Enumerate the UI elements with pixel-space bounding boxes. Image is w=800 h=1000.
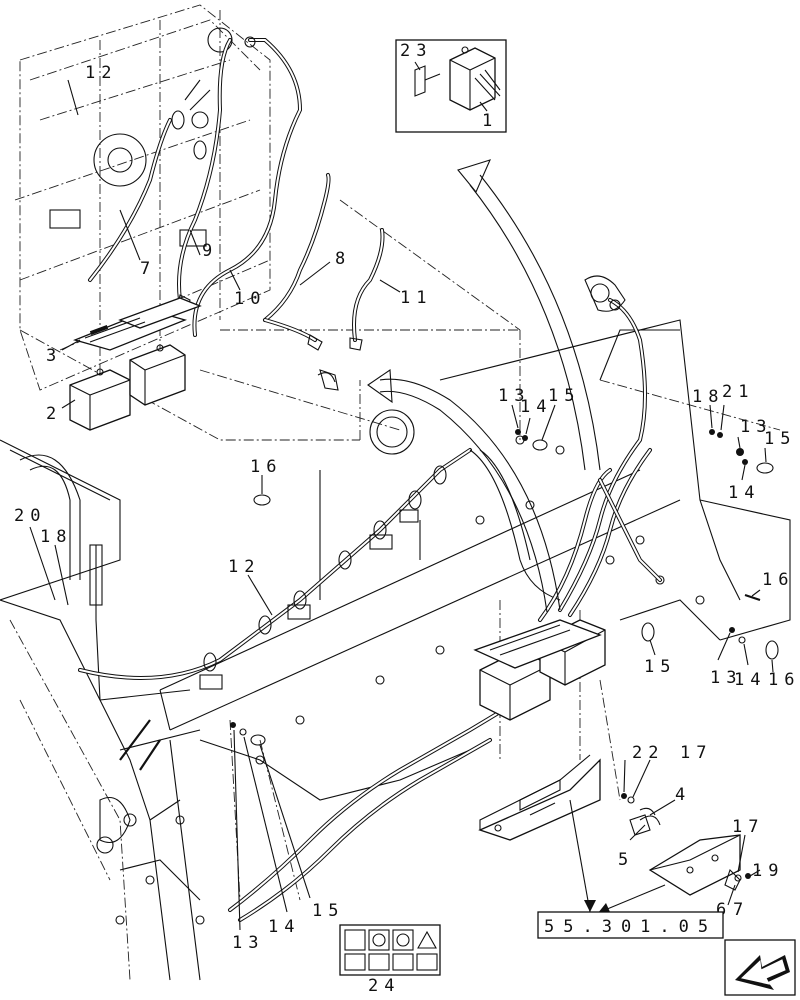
callout-19: 19: [752, 861, 784, 881]
callout-5: 5: [618, 850, 634, 870]
callout-2: 2: [46, 404, 62, 424]
callout-8: 8: [335, 249, 351, 269]
callout-18-b: 18: [40, 527, 72, 547]
battery-tray-bracket: [478, 754, 601, 841]
upper-chassis-panel: [14, 4, 271, 391]
projection-lines: [19, 199, 781, 901]
decal-panel-icon: [339, 924, 441, 976]
callout-23: 23: [400, 41, 432, 61]
main-chassis-frame: [0, 319, 791, 981]
battery-assembly-upper: [69, 297, 202, 431]
callout-17-b: 17: [732, 817, 764, 837]
callout-12-upper: 12: [85, 63, 117, 83]
callout-4: 4: [675, 785, 691, 805]
small-bracket: [629, 814, 741, 896]
callout-1: 1: [482, 111, 498, 131]
callout-22: 22: [632, 743, 664, 763]
reference-number: 55.301.05: [544, 917, 717, 937]
callout-14-c: 14: [734, 670, 766, 690]
callout-7: 7: [140, 259, 156, 279]
reference-box[interactable]: 55.301.05: [537, 911, 724, 939]
upper-harnesses: [88, 36, 303, 337]
callout-6: 6: [716, 900, 732, 920]
callout-7-lower: 7: [733, 900, 749, 920]
hardware-items: [230, 372, 779, 882]
callout-11: 11: [400, 288, 432, 308]
callout-13-c: 13: [710, 668, 742, 688]
left-control-column: [89, 544, 161, 854]
right-harness-bundle: [538, 275, 662, 622]
callout-24: 24: [368, 976, 400, 996]
direction-arrows: [367, 159, 601, 613]
callout-13-a: 13: [498, 386, 530, 406]
callout-13-d: 13: [232, 933, 264, 953]
callout-18-a: 18: [692, 387, 724, 407]
callout-14-a: 14: [520, 397, 552, 417]
callout-21: 21: [722, 382, 754, 402]
battery-cables: [263, 173, 385, 391]
callout-14-d: 14: [268, 917, 300, 937]
callout-labels: 1 2 3 4 5 6 7 7 8 9 10 11 12 12 13 13 13…: [14, 41, 800, 996]
callout-14-b: 14: [728, 483, 760, 503]
callout-9: 9: [202, 241, 218, 261]
view-direction-arrow-icon: [724, 939, 796, 996]
callout-17-a: 17: [680, 743, 712, 763]
callout-15-b: 15: [764, 429, 796, 449]
callout-16-c: 16: [768, 670, 800, 690]
inset-detail-box: [395, 39, 507, 133]
callout-15-a: 15: [548, 386, 580, 406]
main-wiring-harness: [78, 448, 561, 922]
callout-13-b: 13: [740, 417, 772, 437]
callout-20: 20: [14, 506, 46, 526]
callout-16-a: 16: [250, 457, 282, 477]
callout-3: 3: [46, 346, 62, 366]
battery-assembly-lower: [473, 619, 606, 721]
leader-lines: [29, 61, 774, 931]
callout-15-c: 15: [644, 657, 676, 677]
callout-10: 10: [234, 289, 266, 309]
callout-16-b: 16: [762, 570, 794, 590]
callout-12-lower: 12: [228, 557, 260, 577]
callout-15-d: 15: [312, 901, 344, 921]
